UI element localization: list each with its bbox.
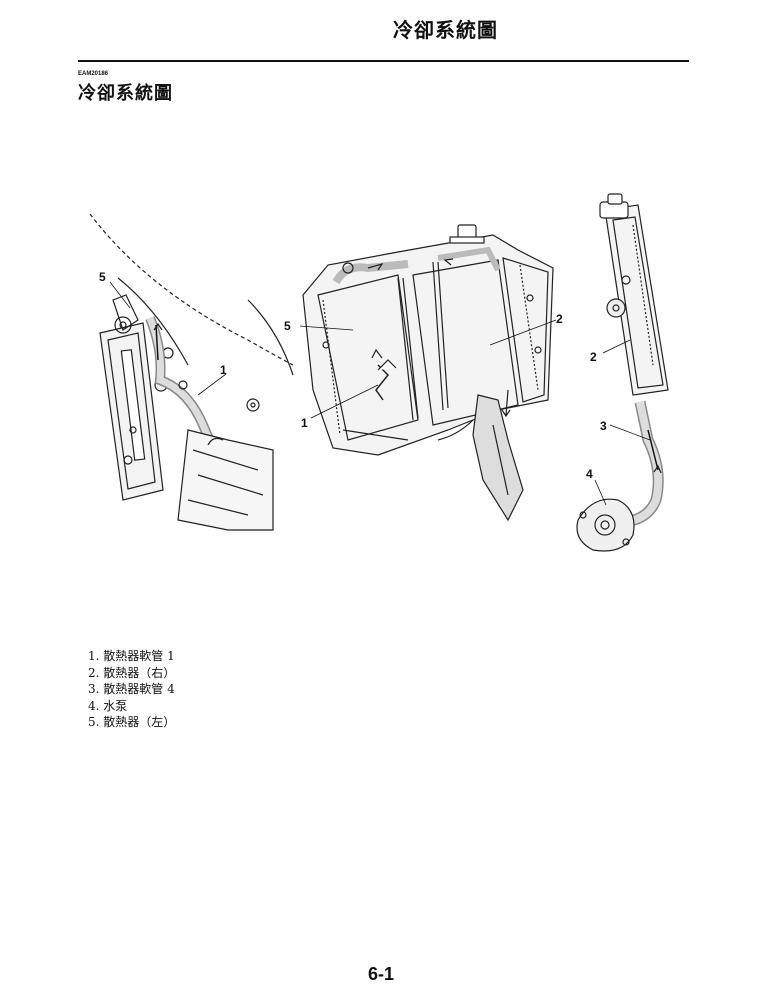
legend-item: 5. 散熱器（左） [88, 715, 176, 729]
cooling-system-diagram: 5 1 5 2 1 2 3 4 [89, 193, 669, 552]
callout-left-5: 5 [99, 270, 106, 284]
right-radiator [599, 193, 669, 396]
left-radiator [99, 294, 174, 501]
parts-legend: 1. 散熱器軟管 1 2. 散熱器（右） 3. 散熱器軟管 4 4. 水泵 5.… [88, 648, 175, 731]
legend-item: 4. 水泵 [88, 698, 128, 713]
left-radiator-hose [145, 316, 223, 462]
callout-right-4: 4 [586, 467, 593, 481]
legend-item: 3. 散熱器軟管 4 [88, 682, 175, 696]
page-number: 6-1 [368, 964, 395, 984]
callout-right-3: 3 [600, 419, 607, 433]
right-radiator-hose [622, 400, 664, 528]
callout-center-1: 1 [301, 416, 308, 430]
engine-section [177, 380, 274, 531]
header-title: 冷卻系統圖 [393, 18, 498, 42]
section-title: 冷卻系統圖 [78, 83, 173, 104]
legend-item: 1. 散熱器軟管 1 [88, 649, 175, 663]
water-pump [576, 498, 635, 552]
callout-center-5: 5 [284, 319, 291, 333]
legend-item: 2. 散熱器（右） [88, 665, 176, 680]
center-radiator-assembly [302, 224, 554, 522]
callout-right-2: 2 [590, 350, 597, 364]
header-rule [78, 60, 689, 62]
callout-left-1: 1 [220, 363, 227, 377]
reference-code: EAM20186 [78, 71, 109, 77]
callout-center-2: 2 [556, 312, 563, 326]
